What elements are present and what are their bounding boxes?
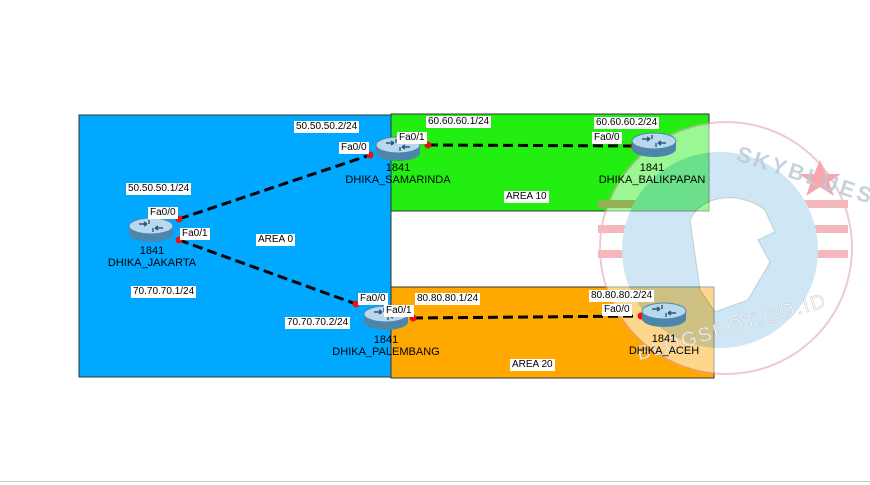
- area-0-region: [78, 114, 392, 378]
- area-0-label: AREA 0: [256, 234, 296, 246]
- area-20-label: AREA 20: [510, 359, 555, 371]
- link-jakarta-palembang: [178, 238, 357, 306]
- router-balikpapan-icon[interactable]: [631, 132, 677, 158]
- ip-palembang-to-aceh: 80.80.80.1/24: [415, 293, 481, 305]
- router-name: DHIKA_PALEMBANG: [332, 346, 440, 358]
- router-model: 1841: [385, 162, 411, 174]
- router-name: DHIKA_ACEH: [628, 345, 700, 357]
- area-10-label: AREA 10: [504, 191, 549, 203]
- router-model: 1841: [651, 333, 677, 345]
- router-jakarta-caption: 1841 DHIKA_JAKARTA: [108, 245, 196, 269]
- port-jakarta-fa01: Fa0/1: [180, 228, 210, 240]
- router-aceh-caption: 1841 DHIKA_ACEH: [629, 333, 699, 357]
- link-samarinda-balikpapan: [427, 143, 635, 148]
- router-name: DHIKA_JAKARTA: [107, 257, 197, 269]
- router-name: DHIKA_BALIKPAPAN: [598, 174, 706, 186]
- link-jakarta-samarinda: [178, 153, 371, 221]
- ip-samarinda-to-balikpapan: 60.60.60.1/24: [426, 116, 492, 128]
- router-aceh-icon[interactable]: [641, 302, 687, 328]
- ip-jakarta-to-samarinda: 50.50.50.1/24: [126, 183, 192, 195]
- port-palembang-fa00: Fa0/0: [358, 293, 388, 305]
- port-balikpapan-fa00: Fa0/0: [592, 132, 622, 144]
- ip-balikpapan: 60.60.60.2/24: [594, 117, 660, 129]
- link-palembang-aceh: [412, 314, 642, 320]
- ip-aceh: 80.80.80.2/24: [589, 290, 655, 302]
- router-jakarta-icon[interactable]: [128, 217, 174, 243]
- port-samarinda-fa01: Fa0/1: [397, 132, 427, 144]
- port-aceh-fa00: Fa0/0: [602, 304, 632, 316]
- ip-samarinda-to-jakarta: 50.50.50.2/24: [294, 121, 360, 133]
- router-balikpapan-caption: 1841 DHIKA_BALIKPAPAN: [599, 162, 706, 186]
- router-model: 1841: [639, 162, 665, 174]
- ip-palembang-to-jakarta: 70.70.70.2/24: [285, 317, 351, 329]
- router-samarinda-caption: 1841 DHIKA_SAMARINDA: [345, 162, 450, 186]
- link-dot: [352, 300, 360, 308]
- ip-jakarta-to-palembang: 70.70.70.1/24: [131, 286, 197, 298]
- bottom-divider: [0, 481, 870, 482]
- router-model: 1841: [373, 334, 399, 346]
- port-palembang-fa01: Fa0/1: [384, 305, 414, 317]
- router-model: 1841: [139, 245, 165, 257]
- router-name: DHIKA_SAMARINDA: [345, 174, 451, 186]
- port-jakarta-fa00: Fa0/0: [148, 207, 178, 219]
- router-palembang-caption: 1841 DHIKA_PALEMBANG: [332, 334, 439, 358]
- port-samarinda-fa00: Fa0/0: [339, 142, 369, 154]
